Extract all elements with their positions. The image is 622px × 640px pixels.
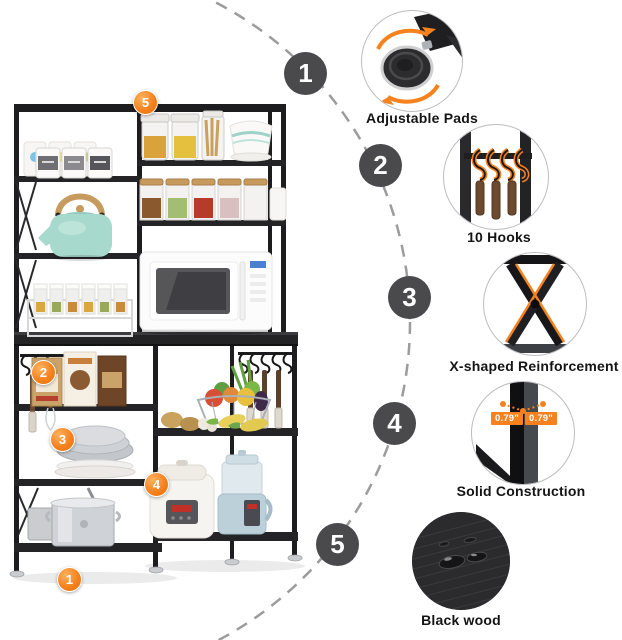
step-number: 5 [330, 529, 345, 559]
step-badge-4: 4 [373, 402, 416, 445]
black-wood-texture-icon [412, 512, 510, 610]
feature-label-black-wood: Black wood [421, 612, 501, 628]
food-processor [217, 450, 273, 535]
spice-jar-rack [27, 283, 133, 337]
callout-number: 5 [141, 95, 150, 110]
feature-vignette-black-wood [412, 512, 510, 610]
step-badge-2: 2 [359, 144, 402, 187]
floor-shadow [13, 560, 305, 584]
product-callout-1: 1 [57, 567, 82, 592]
microwave [139, 251, 273, 335]
rack-frame [14, 104, 298, 572]
step-number: 3 [402, 282, 417, 312]
water-droplets [438, 536, 488, 569]
product-callout-5: 5 [133, 90, 158, 115]
step-badge-1: 1 [284, 52, 327, 95]
step-number: 4 [387, 408, 402, 438]
x-brace-icon [500, 255, 570, 353]
feature-label-adjustable-pads: Adjustable Pads [366, 110, 478, 126]
dashed-guide-circle [208, 0, 412, 640]
feature-vignette-adjustable-pads [361, 10, 463, 112]
mason-jars-and-bowls [140, 110, 273, 162]
post-measurement-icon [476, 382, 546, 484]
feature-vignette-x-reinforcement [483, 252, 587, 356]
feature-label-solid-construction: Solid Construction [456, 483, 586, 499]
product-callout-4: 4 [144, 472, 169, 497]
product-callout-3: 3 [50, 427, 75, 452]
rice-cooker [149, 460, 215, 539]
step-badge-3: 3 [388, 276, 431, 319]
feature-vignette-10-hooks [443, 124, 549, 230]
callout-number: 1 [65, 572, 74, 587]
feature-label-x-reinforcement: X-shaped Reinforcement [449, 358, 619, 374]
s-hooks-icon [460, 125, 532, 229]
adjustable-feet [9, 554, 303, 578]
canister-set [23, 141, 113, 179]
step-badge-5: 5 [316, 523, 359, 566]
adjustable-pad-icon [376, 11, 462, 105]
teapot [38, 193, 112, 261]
product-callout-2: 2 [31, 360, 56, 385]
callout-number: 2 [39, 365, 48, 380]
glass-canisters [139, 178, 287, 221]
stock-pot [27, 487, 121, 547]
feature-vignette-solid-construction [471, 381, 575, 485]
callout-number: 4 [152, 477, 161, 492]
vegetable-basket [161, 359, 272, 432]
measurement-chip-right: 0.79" [525, 412, 557, 425]
measurement-chip-left: 0.79" [491, 412, 523, 425]
feature-label-10-hooks: 10 Hooks [467, 229, 531, 245]
callout-number: 3 [58, 432, 67, 447]
step-number: 1 [298, 58, 313, 88]
step-number: 2 [373, 150, 388, 180]
